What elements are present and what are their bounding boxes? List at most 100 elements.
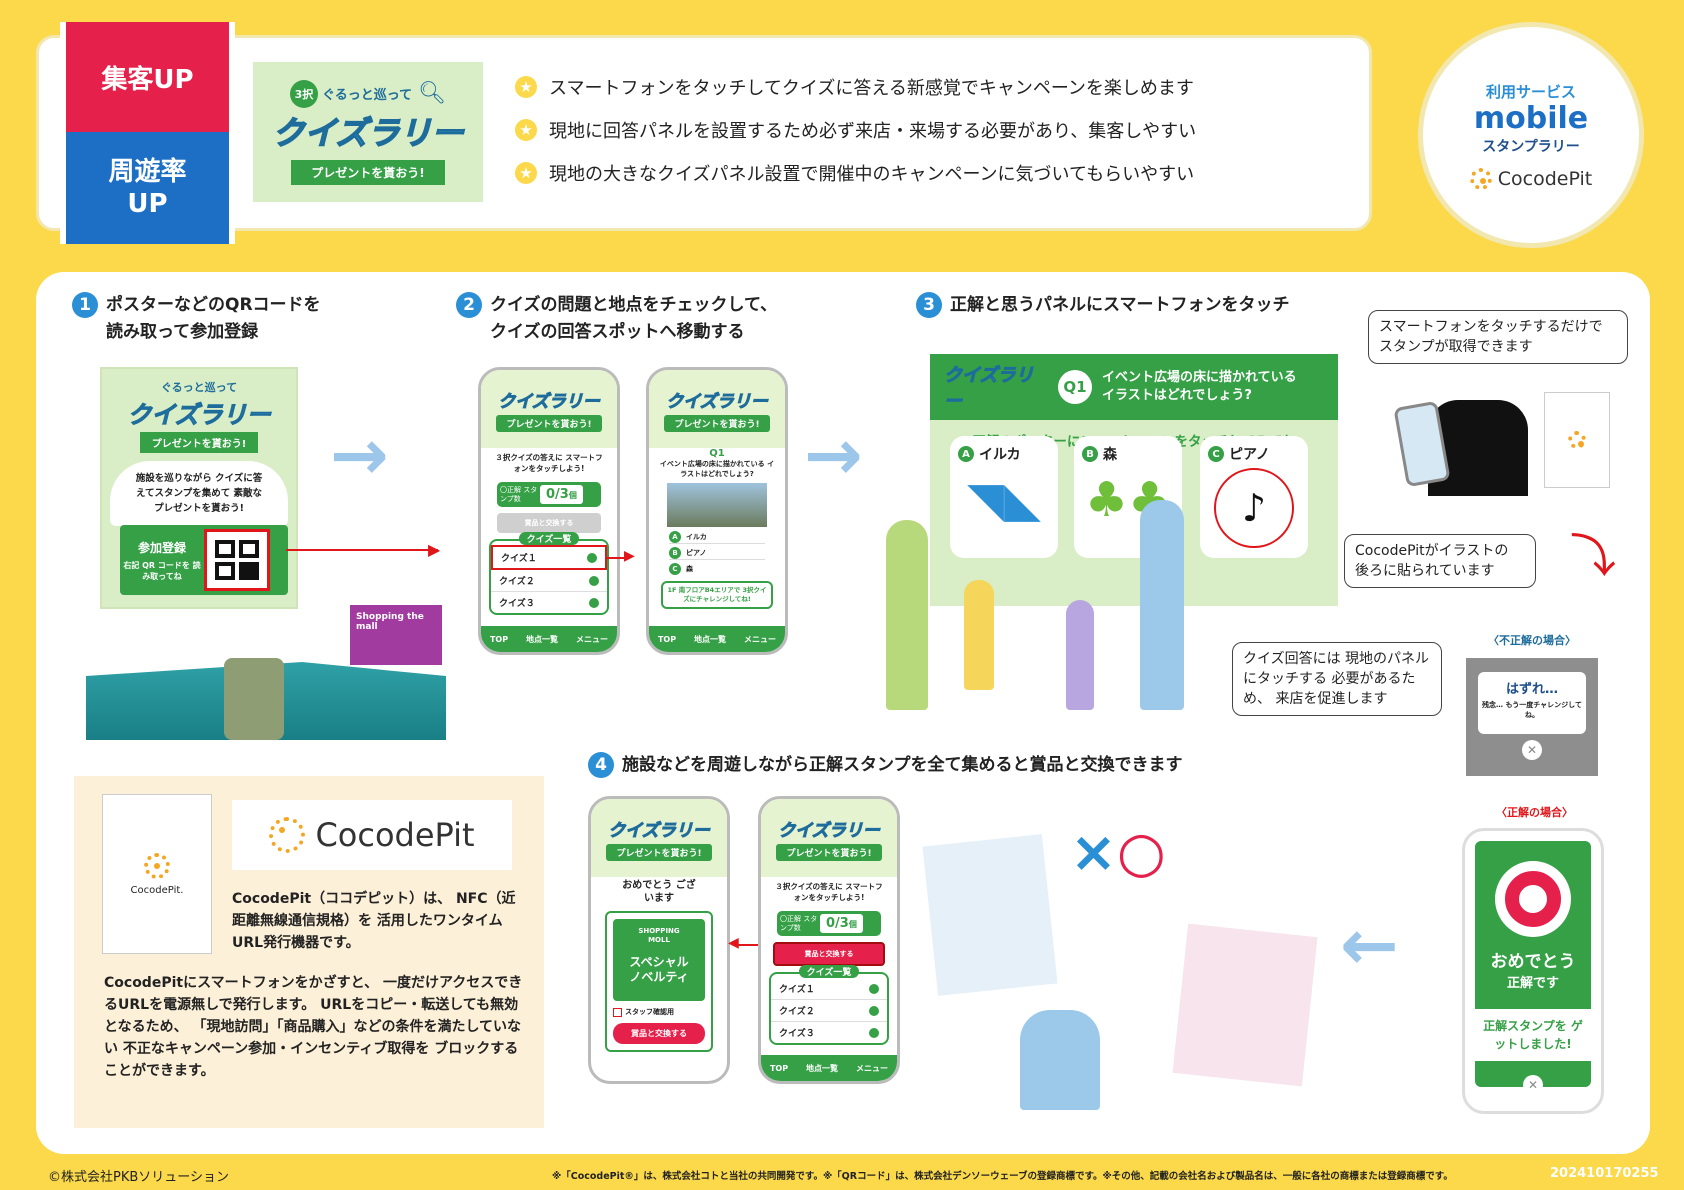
step2-title: 2 クイズの問題と地点をチェックして、クイズの回答スポットへ移動する <box>456 292 777 346</box>
exchange-button-active[interactable]: 賞品と交換する <box>773 942 885 966</box>
nav-top[interactable]: TOP <box>769 1063 789 1073</box>
badge-shukyaku: 集客UP <box>60 22 235 132</box>
prize-exchange-button[interactable]: 賞品と交換する <box>613 1023 705 1044</box>
checkbox-icon[interactable] <box>613 1007 622 1017</box>
phone-logo: クイズラリー <box>498 391 600 412</box>
staff-check[interactable]: スタッフ確認用 <box>613 1007 705 1017</box>
stamp-box: 〇正解 スタンプ数 0/3個 <box>777 911 881 936</box>
nav-top[interactable]: TOP <box>657 634 677 644</box>
quiz-list: クイズ一覧 クイズ１ クイズ２ クイズ３ <box>489 532 609 615</box>
step1-line1: ポスターなどのQRコードを <box>106 295 321 315</box>
phone-quiz-list-2: クイズラリー プレゼントを貰おう! ３択クイズの答えに スマートフォンをタッチし… <box>758 796 900 1084</box>
correct-sub: 正解です <box>1506 976 1559 991</box>
step-number: 4 <box>588 752 614 778</box>
qr-code[interactable] <box>204 529 270 591</box>
badge-shuyu-line1: 周遊率 <box>108 157 187 187</box>
step4-title: 4 施設などを周遊しながら正解スタンプを全て集めると賞品と交換できます <box>588 752 1183 779</box>
nav-menu[interactable]: メニュー <box>744 634 776 644</box>
shopping-illustration: ×○ <box>920 800 1320 1130</box>
feature-text: スマートフォンをタッチしてクイズに答える新感覚でキャンペーンを楽しめます <box>549 78 1194 99</box>
spot-hint: 1F 南フロアB4エリアで 3択クイズにチャレンジしてね! <box>661 581 773 609</box>
correct-title: おめでとう <box>1490 952 1576 972</box>
poster-logo-small: ぐるっと巡って <box>160 381 238 394</box>
quiz-item[interactable]: クイズ２ <box>771 1000 887 1022</box>
logo-small: ぐるっと巡って <box>321 88 413 103</box>
nav-spots[interactable]: 地点一覧 <box>694 634 727 644</box>
nav-top[interactable]: TOP <box>489 634 509 644</box>
logo-tag: 3択 <box>289 79 318 108</box>
cocodepit-sun-icon <box>269 817 306 853</box>
step1-line2: 読み取って参加登録 <box>106 322 259 342</box>
cocodepit-sun-icon <box>144 852 170 879</box>
red-arrow-head-icon: ▶ <box>624 548 635 564</box>
close-icon[interactable]: ✕ <box>1523 1075 1543 1095</box>
chevron-right-icon <box>589 575 599 586</box>
service-mobile: mobile <box>1473 100 1589 136</box>
poster-logo-main: クイズラリー <box>127 401 271 430</box>
option-label: ピアノ <box>1229 447 1270 463</box>
cocodepit-logo: CocodePit <box>232 800 512 870</box>
correct-circle-icon <box>1495 861 1571 937</box>
magnifier-icon: 🔍︎ <box>418 81 447 106</box>
poster-desc: 施設を巡りながら クイズに答えてスタンプを集めて 素敵なプレゼントを貰おう! <box>110 461 288 526</box>
piano-icon: ♪ <box>1214 468 1294 548</box>
step3-line1: 正解と思うパネルにスマートフォンをタッチ <box>950 295 1290 315</box>
logo-ribbon: プレゼントを貰おう! <box>291 159 445 185</box>
nav-spots[interactable]: 地点一覧 <box>526 634 559 644</box>
prize-tag: SHOPPING MOLL <box>638 927 680 944</box>
star-icon: ★ <box>515 119 537 141</box>
quiz-item[interactable]: クイズ３ <box>491 592 607 613</box>
red-arrow-line-3 <box>736 944 776 946</box>
nav-menu[interactable]: メニュー <box>856 1063 888 1073</box>
close-icon[interactable]: ✕ <box>1522 740 1542 760</box>
quiz-item[interactable]: クイズ１ <box>771 978 887 1000</box>
wrong-title: はずれ… <box>1505 682 1558 697</box>
quiz-item[interactable]: クイズ２ <box>491 570 607 592</box>
phone-quiz-question: クイズラリー プレゼントを貰おう! Q1 イベント広場の床に描かれている イラス… <box>646 367 788 655</box>
xo-icon: ×○ <box>1070 820 1166 885</box>
question-photo <box>667 483 767 527</box>
cocodepit-sun-icon <box>1469 167 1492 190</box>
poster: ぐるっと巡って クイズラリー プレゼントを貰おう! 施設を巡りながら クイズに答… <box>100 367 298 609</box>
logo-main: クイズラリー <box>272 113 465 153</box>
quiz-rally-logo: 3択 ぐるっと巡って 🔍︎ クイズラリー プレゼントを貰おう! <box>253 62 483 202</box>
stamp-label: 〇正解 スタンプ数 <box>500 485 538 503</box>
exchange-button[interactable]: 賞品と交換する <box>497 513 601 533</box>
poster-join: 参加登録 右記 QR コードを 読み取ってね <box>120 525 288 595</box>
arrow-left-icon: ← <box>1340 904 1399 986</box>
stamp-box: 〇正解 スタンプ数 0/3個 <box>497 482 601 507</box>
red-arrow-line-2 <box>606 557 628 559</box>
phone-correct: おめでとう 正解です 正解スタンプを ゲットしました! ✕ <box>1462 828 1604 1114</box>
option-label: イルカ <box>979 447 1021 463</box>
badge-shuyu: 周遊率 UP <box>60 132 235 244</box>
phone-ribbon: プレゼントを貰おう! <box>664 414 770 432</box>
correct-msg: 正解スタンプを ゲットしました! <box>1475 1009 1591 1061</box>
stamp-count: 0/3 <box>826 916 849 931</box>
step2-line2: クイズの回答スポットへ移動する <box>490 322 745 342</box>
step-number: 3 <box>916 292 942 318</box>
device-label: CocodePit. <box>130 884 184 896</box>
cocodepit-card-small <box>1544 392 1610 488</box>
step1-title: 1 ポスターなどのQRコードを読み取って参加登録 <box>72 292 321 346</box>
feature-text: 現地に回答パネルを設置するため必ず来店・来場する必要があり、集客しやすい <box>549 121 1197 142</box>
star-icon: ★ <box>515 76 537 98</box>
nav-spots[interactable]: 地点一覧 <box>806 1063 839 1073</box>
family-illustration <box>870 500 1210 720</box>
service-stamp: スタンプラリー <box>1482 138 1580 155</box>
prize-congrats: おめでとう ございます <box>622 880 696 904</box>
badge-shuyu-line2: UP <box>127 189 168 219</box>
quiz-item[interactable]: クイズ３ <box>771 1022 887 1043</box>
step2-line1: クイズの問題と地点をチェックして、 <box>490 295 778 315</box>
phone-logo: クイズラリー <box>608 820 710 841</box>
phone-intro: ３択クイズの答えに スマートフォンをタッチしよう! <box>775 882 883 902</box>
nav-menu[interactable]: メニュー <box>576 634 608 644</box>
prize-name: スペシャル ノベルティ <box>629 955 689 984</box>
board-logo: クイズラリー <box>944 365 1034 413</box>
quiz-item[interactable]: クイズ１ <box>491 545 607 570</box>
footer-copyright: ©株式会社PKBソリューション <box>48 1170 230 1185</box>
